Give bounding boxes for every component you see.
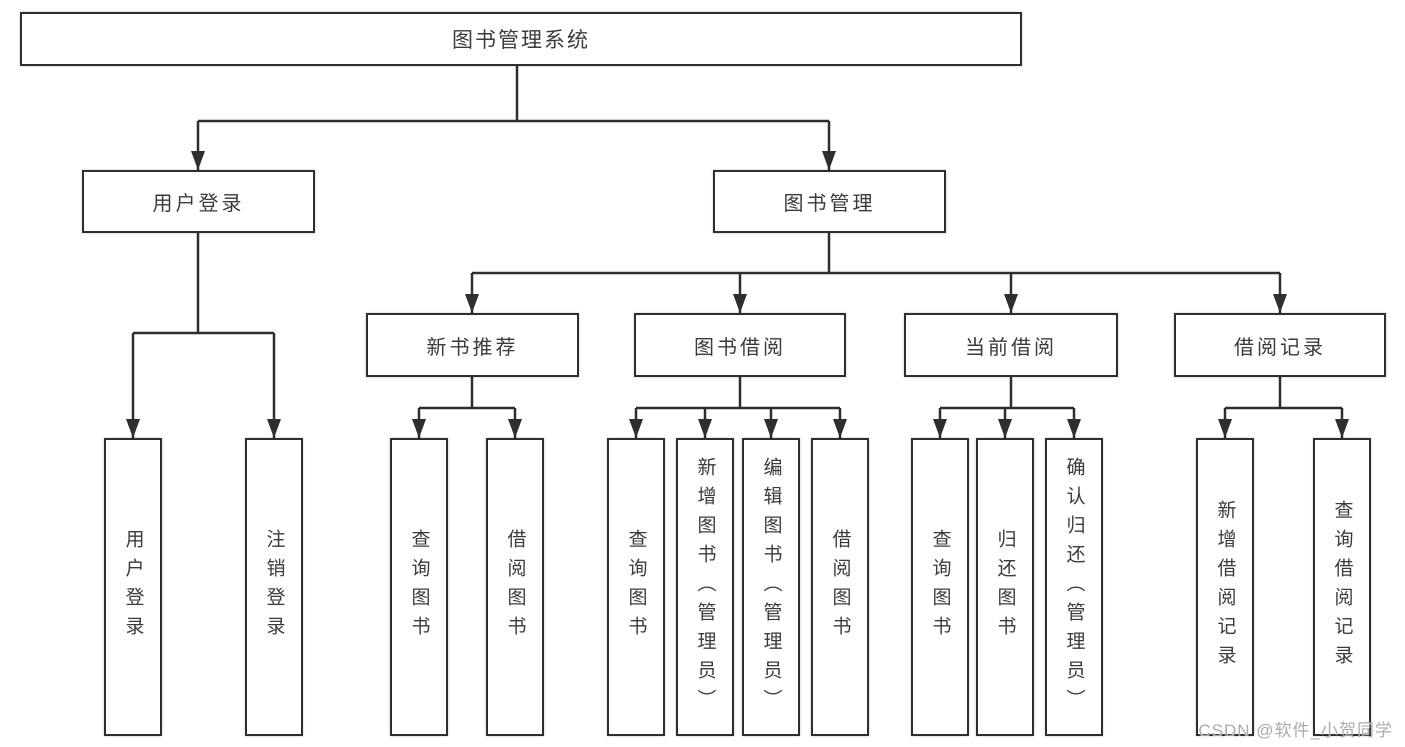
leaf-borrow-edit-books-admin: 编辑图书（管理员） [742,438,800,736]
leaf-label: 新增图书（管理员） [694,456,716,718]
leaf-records-add-borrow-record: 新增借阅记录 [1196,438,1254,736]
arrow-down-icon [465,294,479,313]
csdn-watermark: CSDN @软件_小贺同学 [1198,721,1393,740]
leaf-logout: 注销登录 [245,438,303,736]
arrowheads [126,151,1349,438]
leaf-label: 归还图书 [994,529,1016,645]
leaf-label: 确认归还（管理员） [1063,456,1085,718]
leaf-borrow-add-books-admin: 新增图书（管理员） [676,438,734,736]
arrow-down-icon [267,419,281,438]
node-library-management-system: 图书管理系统 [20,12,1022,66]
leaf-records-query-borrow-record: 查询借阅记录 [1313,438,1371,736]
leaf-current-query-books: 查询图书 [911,438,969,736]
leaf-label: 注销登录 [263,529,285,645]
arrow-down-icon [1218,419,1232,438]
arrow-down-icon [1273,294,1287,313]
node-current-borrowing: 当前借阅 [904,313,1118,377]
leaf-label: 新增借阅记录 [1214,500,1236,674]
leaf-label: 借阅图书 [829,529,851,645]
arrow-down-icon [998,419,1012,438]
leaf-label: 用户登录 [122,529,144,645]
node-new-book-recommendation: 新书推荐 [366,313,579,377]
arrow-down-icon [629,419,643,438]
arrow-down-icon [733,294,747,313]
arrow-down-icon [698,419,712,438]
leaf-label: 查询图书 [625,529,647,645]
arrow-down-icon [508,419,522,438]
arrow-down-icon [191,151,205,170]
leaf-label: 编辑图书（管理员） [760,456,782,718]
arrow-down-icon [1067,419,1081,438]
node-book-management: 图书管理 [713,170,946,233]
arrow-down-icon [1004,294,1018,313]
arrow-down-icon [933,419,947,438]
connector-path [131,66,1344,438]
leaf-label: 查询图书 [929,529,951,645]
arrow-down-icon [1335,419,1349,438]
leaf-borrow-borrow-books: 借阅图书 [811,438,869,736]
leaf-label: 查询图书 [408,529,430,645]
arrow-down-icon [412,419,426,438]
arrow-down-icon [126,419,140,438]
node-book-borrowing: 图书借阅 [634,313,846,377]
leaf-recommend-borrow-books: 借阅图书 [486,438,544,736]
leaf-recommend-query-books: 查询图书 [390,438,448,736]
node-borrowing-records: 借阅记录 [1174,313,1386,377]
leaf-label: 查询借阅记录 [1331,500,1353,674]
arrow-down-icon [822,151,836,170]
arrow-down-icon [764,419,778,438]
node-user-login: 用户登录 [82,170,315,233]
leaf-user-login: 用户登录 [104,438,162,736]
leaf-borrow-query-books: 查询图书 [607,438,665,736]
leaf-current-confirm-return-admin: 确认归还（管理员） [1045,438,1103,736]
leaf-label: 借阅图书 [504,529,526,645]
leaf-current-return-books: 归还图书 [976,438,1034,736]
arrow-down-icon [833,419,847,438]
